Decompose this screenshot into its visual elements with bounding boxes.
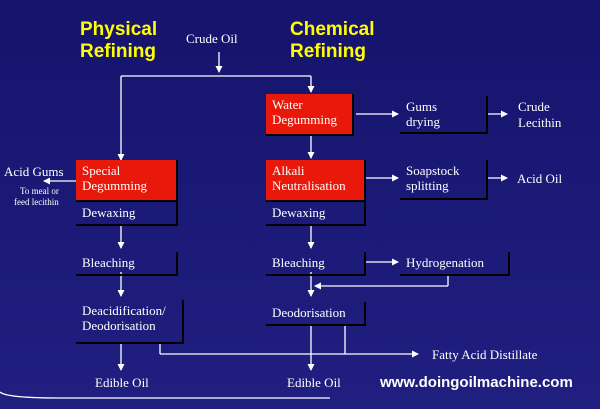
soapstock-line2: splitting	[406, 178, 449, 193]
soapstock-splitting-box: Soapstock splitting	[400, 160, 488, 200]
chemical-refining-heading: Chemical Refining	[290, 19, 375, 62]
soapstock-line1: Soapstock	[406, 163, 460, 178]
acid-gums-note-line2: feed lecithin	[14, 197, 59, 207]
crude-oil-label: Crude Oil	[186, 31, 238, 46]
deodorisation-label: Deodorisation	[272, 305, 346, 320]
gums-drying-line2: drying	[406, 114, 440, 129]
physical-refining-heading: Physical Refining	[80, 19, 158, 62]
deacidification-line1: Deacidification/	[82, 303, 166, 318]
gums-drying-line1: Gums	[406, 99, 438, 114]
water-degumming-line2: Degumming	[272, 112, 337, 127]
hydrogenation-label: Hydrogenation	[406, 255, 484, 270]
alkali-neutralisation-box: Alkali Neutralisation	[266, 160, 366, 202]
acid-gums-label: Acid Gums	[4, 164, 64, 179]
alkali-line2: Neutralisation	[272, 178, 346, 193]
hydrogenation-box: Hydrogenation	[400, 252, 510, 276]
chemical-edible-oil-label: Edible Oil	[287, 375, 341, 390]
physical-dewaxing-box: Dewaxing	[76, 202, 178, 226]
alkali-line1: Alkali	[272, 163, 305, 178]
crude-lecithin-line1: Crude	[518, 99, 550, 114]
chemical-dewaxing-label: Dewaxing	[272, 205, 326, 220]
special-degumming-line1: Special	[82, 163, 121, 178]
acid-oil-label: Acid Oil	[517, 171, 563, 186]
water-degumming-box: Water Degumming	[266, 94, 354, 136]
physical-edible-oil-label: Edible Oil	[95, 375, 149, 390]
crude-lecithin-line2: Lecithin	[518, 115, 562, 130]
special-degumming-line2: Degumming	[82, 178, 147, 193]
special-degumming-box: Special Degumming	[76, 160, 178, 202]
water-degumming-line1: Water	[272, 97, 303, 112]
gums-drying-box: Gums drying	[400, 96, 488, 134]
website-watermark: www.doingoilmachine.com	[380, 374, 573, 391]
deacidification-line2: Deodorisation	[82, 318, 156, 333]
chemical-dewaxing-box: Dewaxing	[266, 202, 366, 226]
chemical-bleaching-box: Bleaching	[266, 252, 366, 276]
physical-dewaxing-label: Dewaxing	[82, 205, 136, 220]
fatty-acid-distillate-label: Fatty Acid Distillate	[432, 347, 538, 362]
chemical-bleaching-label: Bleaching	[272, 255, 325, 270]
physical-bleaching-label: Bleaching	[82, 255, 135, 270]
acid-gums-note-line1: To meal or	[20, 186, 59, 196]
physical-bleaching-box: Bleaching	[76, 252, 178, 276]
deodorisation-box: Deodorisation	[266, 302, 366, 326]
deacidification-box: Deacidification/ Deodorisation	[76, 300, 184, 344]
